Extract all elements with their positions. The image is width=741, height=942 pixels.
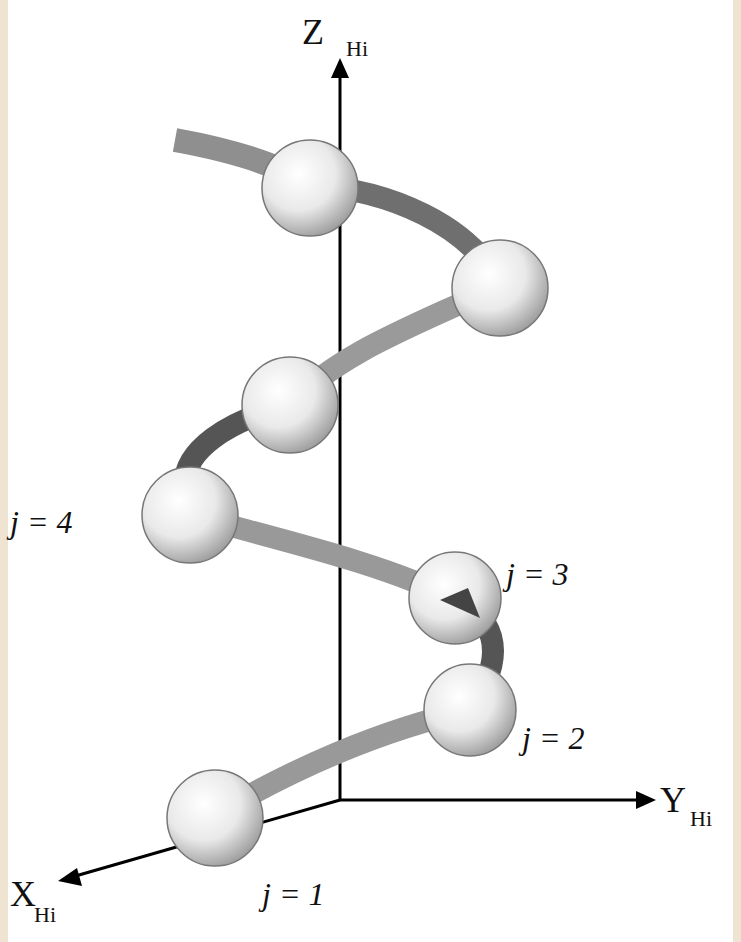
ribbon-twist — [440, 588, 480, 618]
residue-spheres — [142, 140, 548, 866]
axis-subscript: Hi — [346, 38, 368, 60]
axis-subscript: Hi — [690, 808, 712, 830]
axes — [72, 72, 640, 877]
residue-label: j = 3 — [506, 558, 568, 590]
white-panel — [8, 0, 733, 942]
residue-label: j = 4 — [10, 506, 72, 538]
axis-letter: Y — [660, 782, 686, 818]
residue-label: j = 2 — [522, 722, 584, 754]
y-arrowhead — [636, 791, 656, 809]
z-arrowhead — [331, 58, 349, 78]
axis-letter: Z — [302, 14, 324, 50]
axis-letter: X — [10, 876, 36, 912]
axis-subscript: Hi — [34, 904, 56, 926]
residue-label: j = 1 — [262, 878, 324, 910]
x-arrowhead — [58, 868, 82, 886]
